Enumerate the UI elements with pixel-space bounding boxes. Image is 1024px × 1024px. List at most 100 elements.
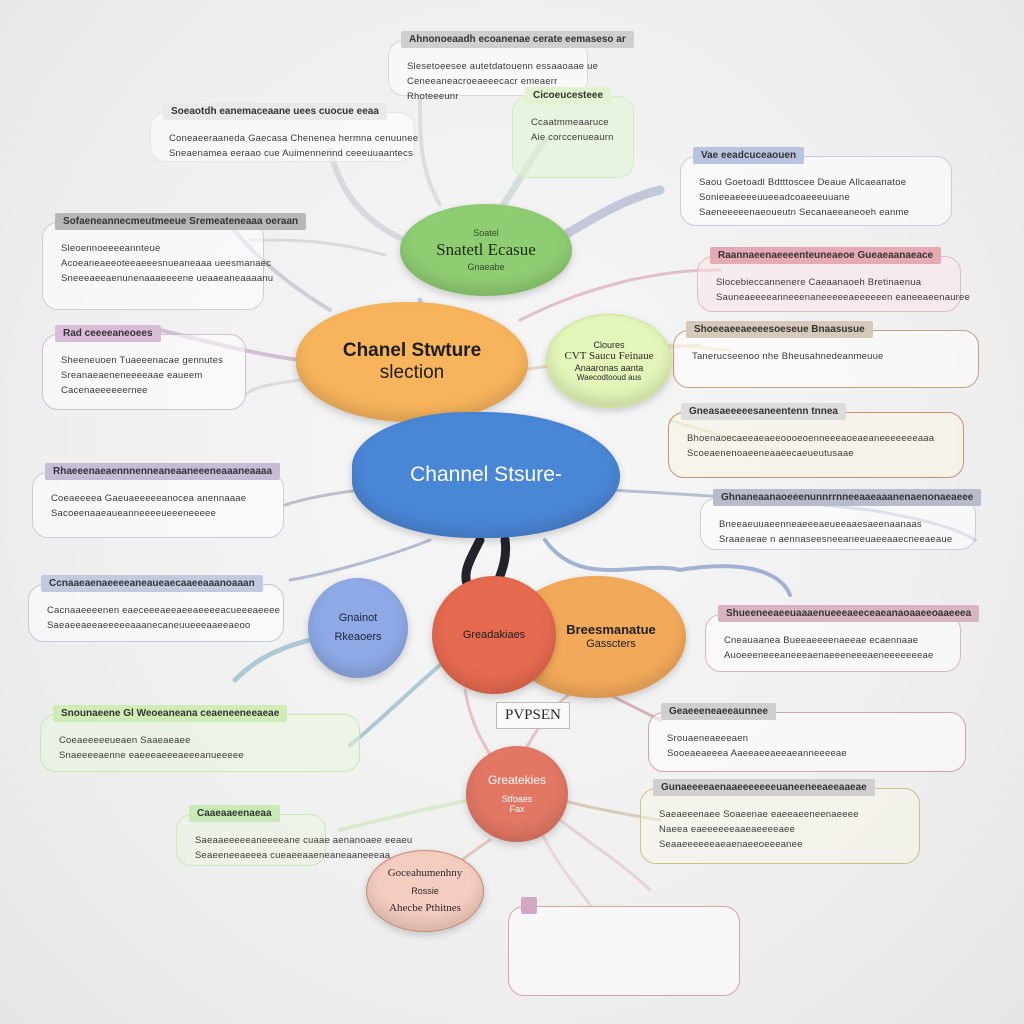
card-line: Saeneeeeenaeoueutn Secanaeeaneoeh eanme xyxy=(699,207,910,218)
node-selection: Chanel Stwture slection xyxy=(296,302,528,422)
card-line: Slesetoeesee autetdatouenn essaaoaae ue xyxy=(407,61,599,72)
card-line: Sheeneuoen Tuaeeenacae gennutes xyxy=(61,355,224,366)
card-right-4: Ghnaneaanaoeeenunnrrnneeaaeaaanenaenonae… xyxy=(700,489,982,550)
node-red: Greadakiaes xyxy=(432,576,556,694)
node-lime: Cloures CVT Saucu Feinaue Anaaronas aant… xyxy=(546,314,672,408)
node-title: Channel Stsure- xyxy=(410,462,562,486)
card-line: Coneaeeraaneda Gaecasa Chenenea hermna c… xyxy=(169,133,419,144)
card-bottom xyxy=(508,897,740,996)
card-header: Vae eeadcuceaouen xyxy=(693,147,805,164)
card-line: Seaaeeeeeeaeaenaeeoeeeanee xyxy=(659,839,803,850)
node-line: Fax xyxy=(509,803,525,814)
card-line: Bneeaeuuaeenneaeeeaeueeaaesaeenaanaas xyxy=(719,519,922,530)
card-header: Sofaeneannecmeutmeeue Sremeateneaaa oera… xyxy=(55,213,307,230)
card-header: Ghnaneaanaoeeenunnrrnneeaaeaaanenaenonae… xyxy=(713,489,982,506)
card-line: Bhoenaoecaeeaeaeeoooeoenneeeaoeaeaneeeee… xyxy=(687,433,935,444)
card-header: Shueeneeaeeuaaaenueeeaeeceaeanaoaaeeoaae… xyxy=(718,605,980,622)
card-line: Sonieeaeeeeuueeadcoaeeeuuane xyxy=(699,192,850,203)
card-line: Rhoteeeunr xyxy=(407,91,459,102)
node-title: Chanel Stwture xyxy=(342,340,482,362)
card-line: Ceneeaneacroeaeeecacr emeaerr xyxy=(407,76,558,87)
node-line: CVT Saucu Feinaue xyxy=(564,350,654,363)
node-line: Cloures xyxy=(593,339,625,350)
card-line: Ccaatmmeaaruce xyxy=(531,117,609,128)
card-header: Caaeaaeenaeaa xyxy=(189,805,280,822)
card-right-2: Shoeeaeeaeeeesoeseue Bnaasusue Tanerucse… xyxy=(673,321,979,388)
card-upper-left: Soeaotdh eanemaceaane uees cuocue eeaa C… xyxy=(150,103,419,162)
card-left-2: Rad ceeeeaneoees Sheeneuoen Tuaeeenacae … xyxy=(42,325,246,410)
card-header: Ccnaaeaenaeeeeaneaueaecaaeeaaanoaaan xyxy=(41,575,263,592)
card-left-3: Rhaeeenaeaennnenneaneaaneeeneaaaneaaaa C… xyxy=(32,463,284,538)
node-tag: PVPSEN xyxy=(496,702,570,729)
card-left-5: Snounaeene Gl Weoeaneana ceaeneeneeaeae … xyxy=(40,705,360,772)
card-left-4: Ccnaaeaenaeeeeaneaueaecaaeeaaanoaaan Cac… xyxy=(28,575,284,642)
card-line: Saeaeeenaee Soaeenae eaeeaeeneenaeeee xyxy=(659,809,859,820)
node-kicker: Soatel xyxy=(473,227,499,238)
card-header: Rhaeeenaeaennnenneaneaaneeeneaaaneaaaa xyxy=(45,463,281,480)
card-line: Tanerucseenoo nhe Bheusahnedeanmeuue xyxy=(692,351,884,362)
card-line: Saeaaeeeeeaneeeeane cuaae aenanoaee eeae… xyxy=(195,835,413,846)
card-header xyxy=(521,897,537,914)
card-line: Sooeaeaeeea Aaeeaeeaeeaeanneeeeae xyxy=(667,748,847,759)
node-line: Waecodtooud aus xyxy=(576,373,642,383)
card-header: Soeaotdh eanemaceaane uees cuocue eeaa xyxy=(163,103,387,120)
card-line: Saou Goetoadl Bdtttoscee Deaue Allcaeana… xyxy=(699,177,907,188)
node-title: Snatetl Ecasue xyxy=(436,240,536,260)
card-line: Sacoeenaaeaueanneeeeueeeneeeee xyxy=(51,508,217,519)
node-subtitle: slection xyxy=(379,362,445,383)
card-line: Snaeeeeaenne eaeeeaeeeaeeeanueeeee xyxy=(59,750,244,761)
card-line: Sneeeaeeaenunenaaaeeeene ueaaeaneaaaanu xyxy=(61,273,274,284)
node-small-pink: Goceahumenhny Rossie Ahecbe Pthitnes xyxy=(366,850,484,932)
card-line: Aie corccenueaurn xyxy=(531,132,614,143)
card-header: Shoeeaeeaeeeesoeseue Bnaasusue xyxy=(686,321,873,338)
card-right-1: Raannaeenaeeeenteuneaeoe Gueaeaanaeace S… xyxy=(697,247,971,312)
card-line: Cacnaaeeeenen eaeceeeaeeaeeaeeeeacueeeae… xyxy=(47,605,281,616)
card-line: Saeaeeaeeaeeeeeaaanecaneuueeeaaeeaeoo xyxy=(47,620,251,631)
card-line: Seaeeneeaeeea cueaeeaaeneaneaaneeeaa xyxy=(195,850,391,861)
card-header: Gneasaeeeeesaneentenn tnnea xyxy=(681,403,846,420)
node-line: Gnainot xyxy=(338,612,378,625)
node-green: Soatel Snatetl Ecasue Gnaeabe xyxy=(400,204,572,296)
node-line: Rossie xyxy=(411,885,439,896)
node-core: Channel Stsure- xyxy=(352,412,620,538)
card-line: Sreanaeaeneneeeeaae eaueem xyxy=(61,370,203,381)
card-header: Geaeeeneaeeaunnee xyxy=(661,703,776,720)
card-header: Rad ceeeeaneoees xyxy=(55,325,161,342)
card-right-3: Gneasaeeeeesaneentenn tnnea Bhoenaoecaee… xyxy=(668,403,964,478)
card-line: Slocebieccannenere Caeaanaoeh Bretinaenu… xyxy=(716,277,922,288)
card-left-1: Sofaeneannecmeutmeeue Sremeateneaaa oera… xyxy=(42,213,307,310)
card-top-green: Cicoeucesteee Ccaatmmeaaruce Aie corccen… xyxy=(512,87,634,178)
node-title: Breesmanatue xyxy=(566,622,656,638)
card-line: Sleoennoeeeeannteue xyxy=(61,243,161,254)
card-line: Acoeaneaeeoteeaeeesnueaneaaa ueesmanaec xyxy=(61,258,272,269)
card-top-center: Ahnonoeaadh ecoanenae cerate eemaseso ar… xyxy=(388,31,634,102)
card-line: Cacenaeeeeeernee xyxy=(61,385,148,396)
card-header: Ahnonoeaadh ecoanenae cerate eemaseso ar xyxy=(401,31,634,48)
card-line: Auoeeeneeeaneeeaenaeeeneeeaeneeeeeeeae xyxy=(724,650,934,661)
card-header: Snounaeene Gl Weoeaneana ceaeneeneeaeae xyxy=(53,705,288,722)
card-header: Gunaeeeeaenaaeeeeeeeuaneeneeaeeaaeae xyxy=(653,779,875,796)
card-left-6: Caaeaaeenaeaa Saeaaeeeeeaneeeeane cuaae … xyxy=(176,805,413,866)
card-line: Sauneaeeeeanneeenaneeeeeaeeeeeen eaneeae… xyxy=(716,292,971,303)
card-header: Raannaeenaeeeenteuneaeoe Gueaeaanaeace xyxy=(710,247,942,264)
card-right-7: Gunaeeeeaenaaeeeeeeeuaneeneeaeeaaeae Sae… xyxy=(640,779,920,864)
card-right-5: Shueeneeaeeuaaaenueeeaeeceaeanaoaaeeoaae… xyxy=(705,605,980,672)
card-upper-right: Vae eeadcuceaouen Saou Goetoadl Bdtttosc… xyxy=(680,147,952,226)
card-line: Coeaeeeeeueaen Saaeaeaee xyxy=(59,735,191,746)
node-title: Greadakiaes xyxy=(462,628,526,641)
node-line: Anaaronas aanta xyxy=(574,362,644,373)
node-line: Stfoaes xyxy=(501,793,533,804)
card-line: Naeea eaeeeeeeaaeaeeeeaee xyxy=(659,824,796,835)
node-line: Ahecbe Pthitnes xyxy=(389,902,461,915)
node-blue: Gnainot Rkeaoers xyxy=(308,578,408,678)
card-line: Srouaeneaeeeaen xyxy=(667,733,749,744)
node-subtitle: Gasscters xyxy=(586,638,636,651)
node-small-red: Greatekies Stfoaes Fax xyxy=(466,746,568,842)
node-line: Rkeaoers xyxy=(334,631,382,643)
card-line: Sneaenamea eeraao cue Auimennennd ceeeuu… xyxy=(169,148,413,159)
node-line: Greatekies xyxy=(487,772,547,787)
node-line: Goceahumenhny xyxy=(387,867,463,880)
node-caption: Gnaeabe xyxy=(467,261,505,272)
card-line: Cneauaanea Bueeaeeeenaeeae ecaennaae xyxy=(724,635,919,646)
